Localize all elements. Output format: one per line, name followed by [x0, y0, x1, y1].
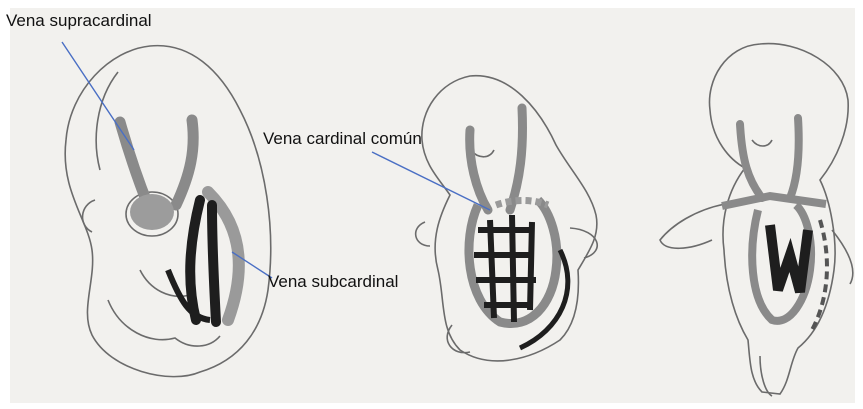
embryo-1-heart-fill [130, 194, 174, 230]
label-vena-supracardinal: Vena supracardinal [6, 12, 152, 29]
label-vena-subcardinal: Vena subcardinal [268, 273, 398, 290]
label-vena-cardinal-comun: Vena cardinal común [263, 130, 422, 147]
